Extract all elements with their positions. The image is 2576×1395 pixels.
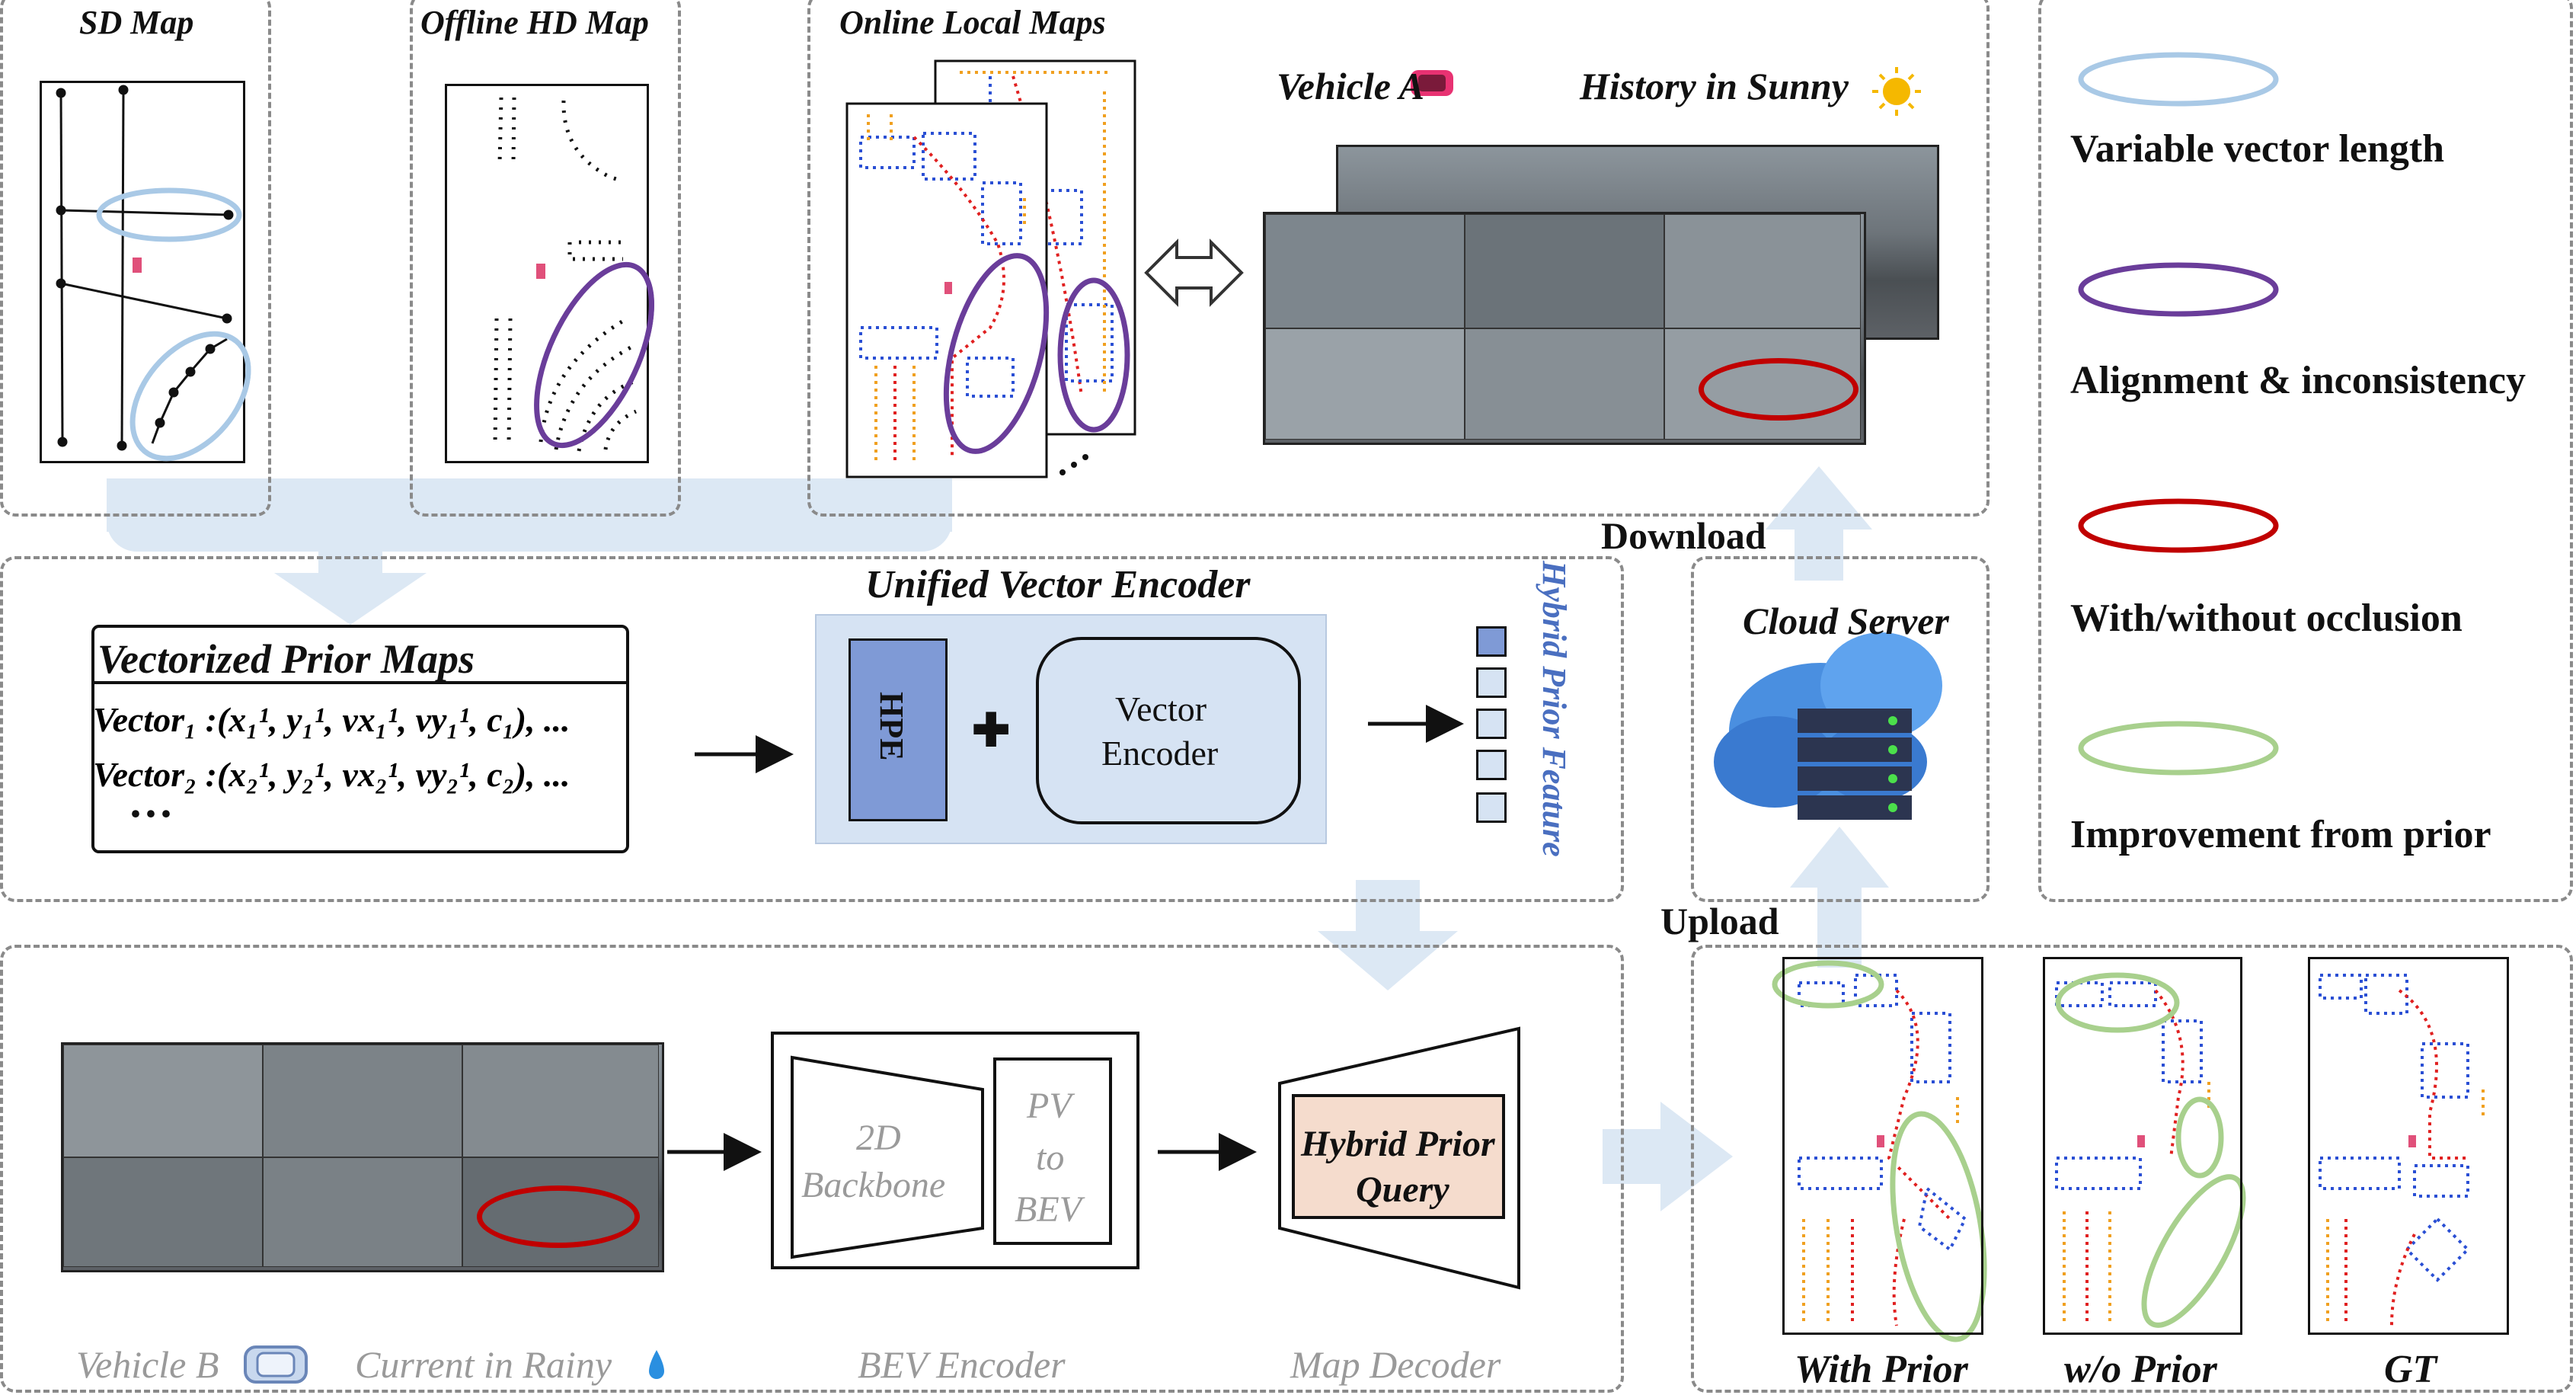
map-decoder-label: Map Decoder (1290, 1343, 1501, 1386)
cloud-panel (1691, 556, 1990, 902)
vector-1-line: Vector₁ :(x₁¹, y₁¹, vx₁¹, vy₁¹, c₁), ... (93, 700, 570, 739)
pv-to-bev-box (993, 1057, 1112, 1245)
vehicle-b-label: Vehicle B (76, 1343, 219, 1386)
cloud-server-icon (1714, 632, 1942, 820)
local-map-sheet-front (845, 102, 1050, 478)
download-label: Download (1601, 514, 1766, 557)
results-panel (1691, 945, 2573, 1393)
feature-square (1476, 626, 1507, 657)
pv-line1: PV (1027, 1086, 1072, 1126)
bev-encoder-label: BEV Encoder (858, 1343, 1066, 1386)
legend-label-1: Variable vector length (2070, 127, 2445, 171)
result-map-gt (2319, 974, 2485, 1326)
sd-map-title: SD Map (79, 4, 194, 41)
sd-map-panel (0, 0, 271, 517)
encoder-panel (0, 556, 1624, 902)
vector-ellipsis: ··· (128, 789, 174, 839)
result-map-with-prior (1798, 974, 1967, 1326)
hpe-label: HPE (873, 692, 910, 761)
history-sunny-label: History in Sunny (1580, 65, 1849, 107)
query-line2: Query (1356, 1169, 1449, 1210)
occlusion-ellipse-rainy (477, 1185, 640, 1248)
water-drop-icon (649, 1350, 664, 1379)
local-maps-title: Online Local Maps (839, 4, 1106, 41)
cloud-server-title: Cloud Server (1743, 600, 1949, 642)
unified-encoder-title: Unified Vector Encoder (865, 563, 1251, 606)
feature-square (1476, 750, 1507, 780)
vector-encoder-block (1036, 637, 1301, 824)
local-maps-panel (807, 0, 1990, 517)
hd-map-frame (445, 84, 649, 463)
vehicle-a-icon (1411, 70, 1453, 96)
backbone-line1: 2D (856, 1118, 901, 1158)
sun-icon (1872, 67, 1921, 116)
without-prior-label: w/o Prior (2064, 1348, 2217, 1391)
hd-map-title: Offline HD Map (420, 4, 649, 41)
vector-2-line: Vector₂ :(x₂¹, y₂¹, vx₂¹, vy₂¹, c₂), ... (93, 755, 570, 794)
hybrid-prior-feature-label: Hybrid Prior Feature (1536, 561, 1573, 857)
legend-ellipse-3 (2078, 498, 2279, 553)
hpe-block (849, 638, 948, 821)
gt-frame (2308, 957, 2509, 1335)
upload-arrow (1790, 827, 1889, 968)
vehicle-b-icon (244, 1345, 308, 1384)
pv-line3: BEV (1015, 1189, 1082, 1230)
history-photo-grid (1263, 212, 1866, 445)
sd-map-frame (40, 81, 245, 463)
feature-square (1476, 709, 1507, 739)
legend-label-2: Alignment & inconsistency (2070, 359, 2526, 402)
pv-line2: to (1036, 1137, 1065, 1178)
hd-map-panel (410, 0, 681, 517)
legend-ellipse-4 (2078, 721, 2279, 776)
bev-encoder-box (771, 1032, 1139, 1269)
hybrid-prior-query-box (1292, 1094, 1505, 1219)
backbone-line2: Backbone (801, 1165, 946, 1205)
vehicle-a-label: Vehicle A (1277, 65, 1424, 107)
without-prior-frame (2043, 957, 2242, 1335)
occlusion-ellipse-sunny (1699, 358, 1858, 421)
with-prior-frame (1782, 957, 1983, 1335)
vector-encoder-line2: Encoder (1101, 734, 1219, 773)
gt-label: GT (2384, 1348, 2437, 1391)
feature-square (1476, 667, 1507, 698)
feature-square (1476, 792, 1507, 823)
prior-maps-title: Vectorized Prior Maps (97, 636, 475, 682)
double-arrow (1144, 238, 1244, 307)
current-rainy-label: Current in Rainy (355, 1343, 612, 1386)
legend-label-4: Improvement from prior (2070, 813, 2491, 856)
bev-panel (0, 945, 1624, 1393)
backbone-trapezoid (791, 1055, 984, 1259)
query-line1: Hybrid Prior (1301, 1124, 1495, 1164)
with-prior-label: With Prior (1795, 1348, 1968, 1391)
plus-sign: ✚ (972, 705, 1011, 756)
legend-label-3: With/without occlusion (2070, 597, 2463, 640)
legend-ellipse-1 (2078, 52, 2279, 107)
vector-encoder-line1: Vector (1115, 690, 1207, 728)
legend-ellipse-2 (2078, 262, 2279, 317)
prior-maps-box (91, 625, 629, 853)
right-arrow (1603, 1102, 1733, 1211)
upload-label: Upload (1660, 900, 1779, 942)
more-sheets-dots (1059, 454, 1088, 475)
legend-panel (2038, 0, 2573, 902)
